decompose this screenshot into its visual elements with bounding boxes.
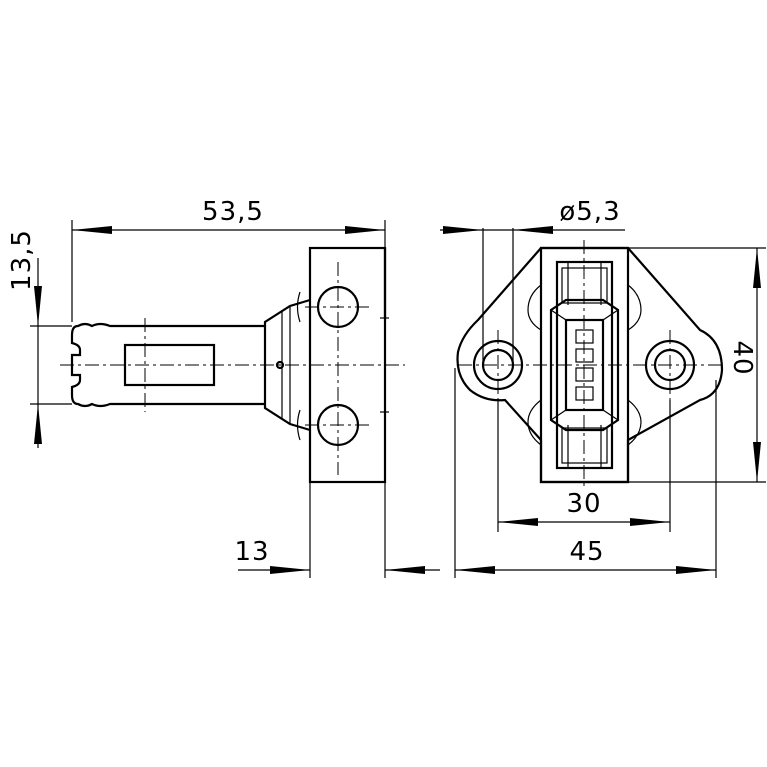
dim-label-overall-length: 53,5 [202, 197, 264, 227]
dim-height-right: 40 [628, 247, 766, 483]
dim-width: 45 [454, 368, 717, 578]
dim-overall-length: 53,5 [71, 197, 386, 322]
dim-label-width: 45 [569, 537, 604, 567]
front-flange-outline [456, 246, 724, 484]
dim-height-left: 13,5 [7, 229, 72, 448]
dim-hole-spacing: 30 [497, 400, 671, 532]
dim-label-height-left: 13,5 [7, 229, 37, 291]
dim-flange: 13 [234, 482, 440, 578]
dim-label-hole-spacing: 30 [566, 489, 601, 519]
dim-label-flange: 13 [234, 537, 269, 567]
dim-label-height-right: 40 [727, 340, 757, 375]
dim-label-hole-diameter: ø5,3 [559, 197, 620, 227]
side-pin-dot [275, 360, 285, 370]
side-centerlines [60, 262, 405, 475]
dim-hole-diameter: ø5,3 [440, 197, 625, 365]
front-centerlines [458, 240, 722, 490]
